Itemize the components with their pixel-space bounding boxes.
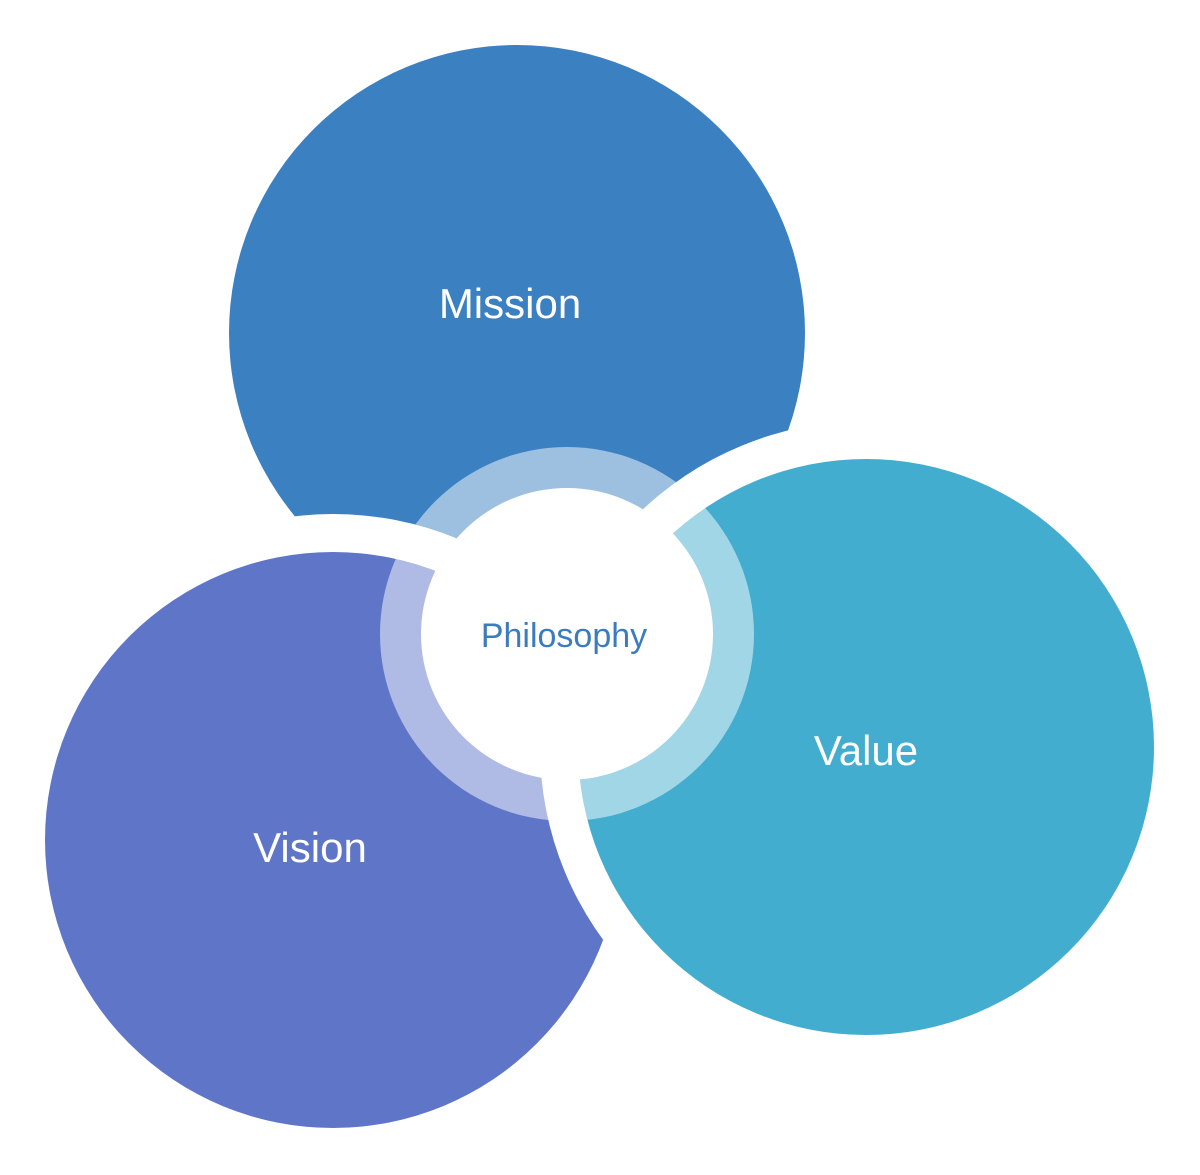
mission-label: Mission — [439, 280, 581, 327]
philosophy-label: Philosophy — [481, 617, 647, 655]
center-circle — [421, 488, 713, 780]
vision-label: Vision — [253, 824, 367, 871]
value-label: Value — [814, 727, 918, 774]
